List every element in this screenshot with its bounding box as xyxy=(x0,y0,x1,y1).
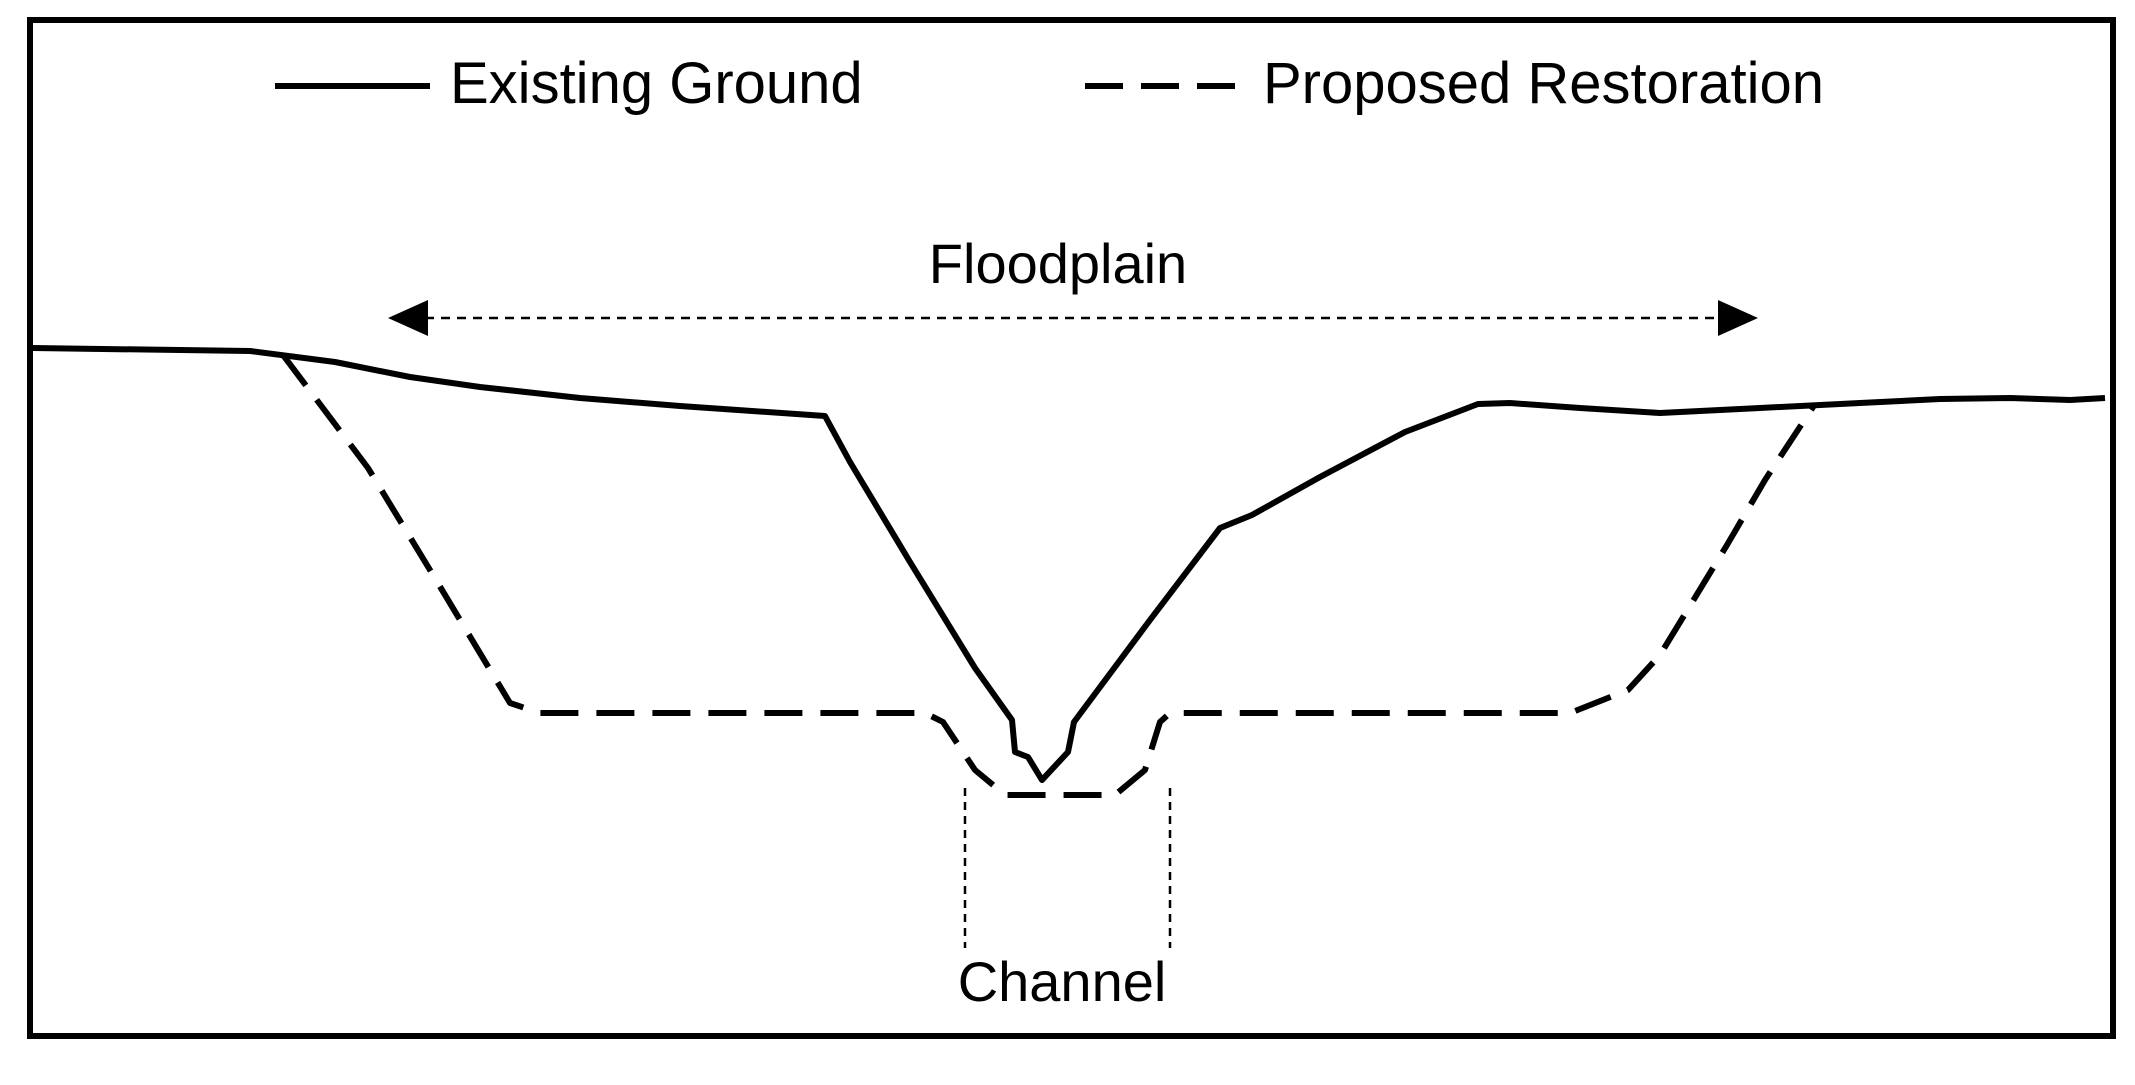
proposed-restoration-line xyxy=(280,353,1818,798)
legend-existing-label: Existing Ground xyxy=(450,51,863,116)
floodplain-label: Floodplain xyxy=(929,232,1187,295)
floodplain-right-arrowhead xyxy=(1718,300,1758,336)
floodplain-left-arrowhead xyxy=(388,300,428,336)
floodplain-annotation: Floodplain xyxy=(388,232,1758,336)
diagram-frame xyxy=(27,17,2116,1039)
existing-ground-line xyxy=(32,345,2106,783)
legend-proposed-label: Proposed Restoration xyxy=(1263,51,1824,116)
legend: Existing Ground Proposed Restoration xyxy=(275,51,1824,116)
channel-annotation: Channel xyxy=(958,788,1172,1013)
channel-label: Channel xyxy=(958,950,1167,1013)
